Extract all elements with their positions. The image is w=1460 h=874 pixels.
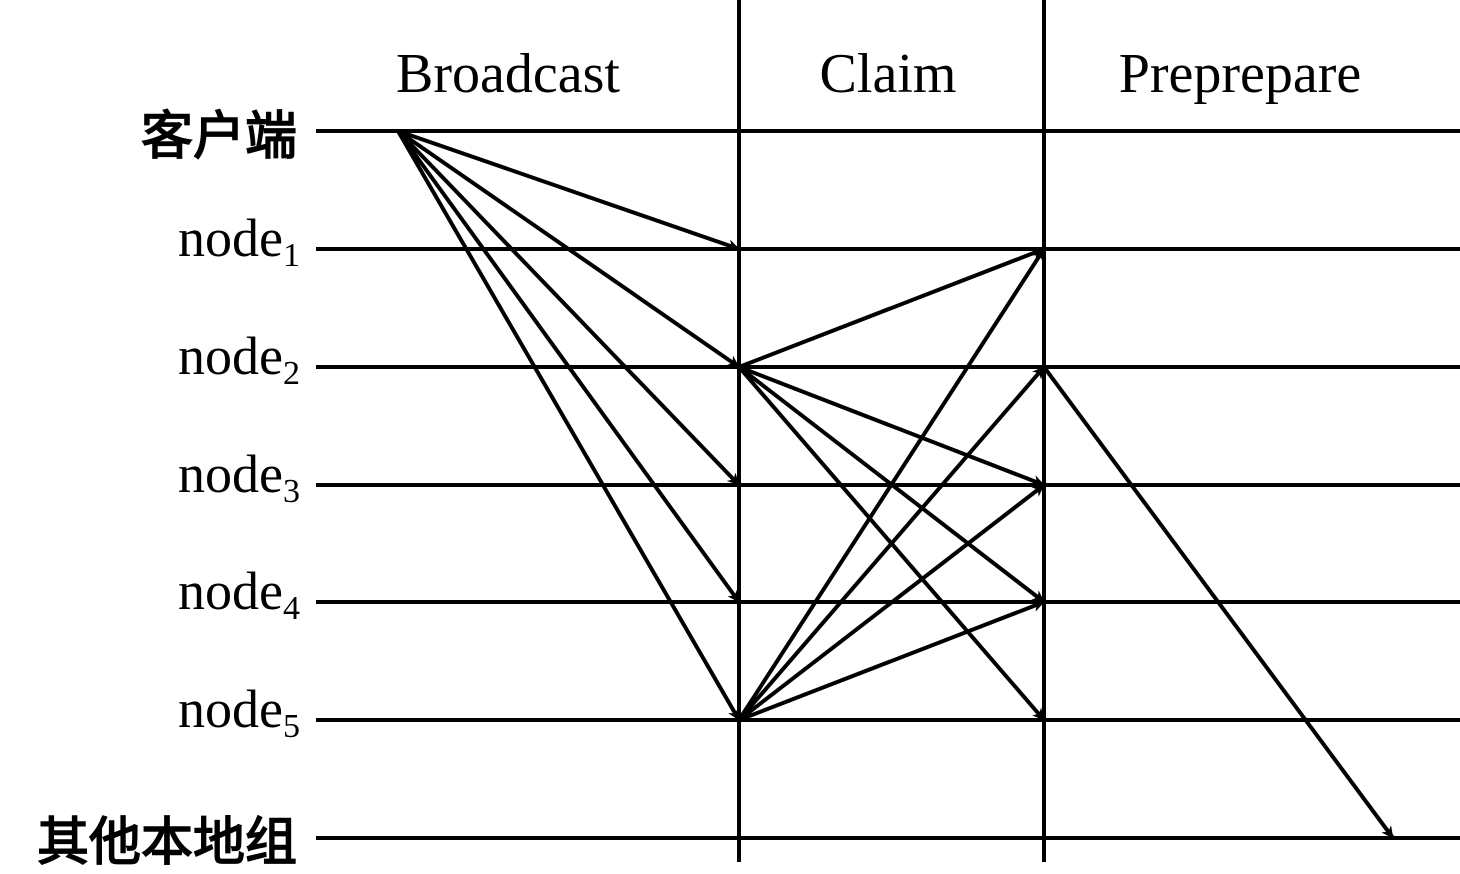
lane-label-node3: node3 — [178, 444, 300, 510]
lane-label-node4: node4 — [178, 561, 300, 627]
message-arrow-claim-node2-to-node1 — [738, 247, 1045, 369]
message-arrows — [396, 129, 1395, 840]
phase-header-preprepare: Preprepare — [1119, 43, 1362, 105]
phase-header-claim: Claim — [820, 43, 957, 105]
lane-label-other: 其他本地组 — [37, 813, 297, 873]
phase-header-broadcast: Broadcast — [396, 43, 620, 105]
message-arrow-broadcast-client-to-node1 — [397, 129, 740, 251]
message-arrow-preprepare-node2-to-other — [1042, 365, 1395, 840]
lane-label-node2: node2 — [178, 326, 300, 392]
message-arrow-claim-node2-to-node3 — [738, 365, 1045, 487]
message-arrow-claim-node5-to-node1 — [737, 247, 1046, 722]
message-arrow-broadcast-client-to-node4 — [396, 129, 741, 604]
lane-label-node1: node1 — [178, 208, 300, 274]
lane-label-node5: node5 — [178, 679, 300, 745]
message-arrow-broadcast-client-to-node5 — [396, 129, 741, 722]
lane-label-client: 客户端 — [141, 107, 297, 167]
message-arrow-broadcast-client-to-node3 — [396, 129, 741, 487]
message-arrow-broadcast-client-to-node2 — [396, 129, 741, 369]
message-arrow-claim-node5-to-node4 — [738, 600, 1045, 722]
message-arrow-claim-node5-to-node2 — [737, 365, 1046, 722]
message-arrow-claim-node5-to-node3 — [737, 483, 1046, 722]
